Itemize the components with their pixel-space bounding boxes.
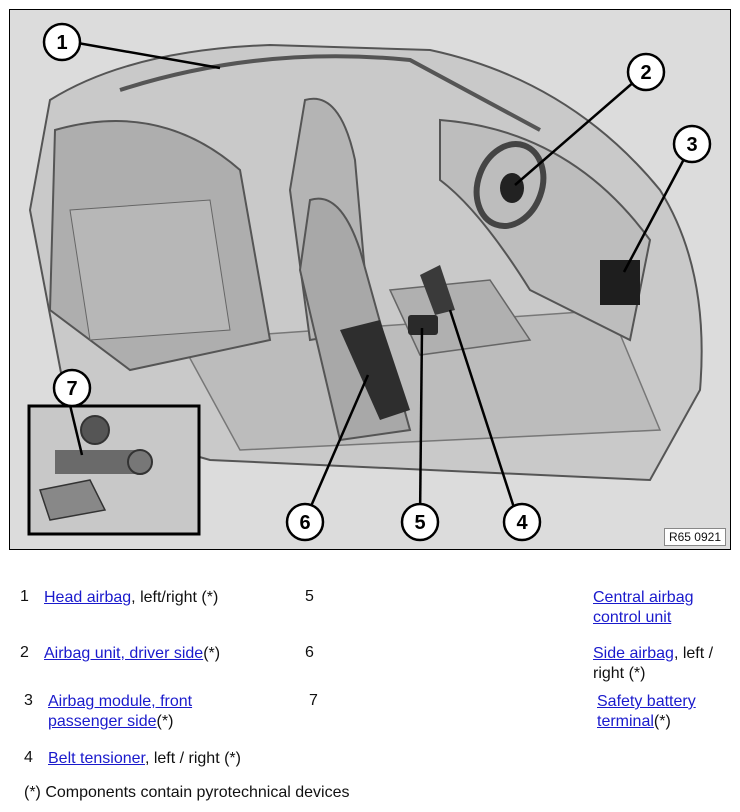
- head-airbag-link[interactable]: Head airbag: [44, 589, 132, 606]
- legend-item-2: Airbag unit, driver side(*): [44, 644, 220, 664]
- svg-text:6: 6: [299, 512, 310, 534]
- reference-code: R65 0921: [663, 528, 726, 546]
- callout-3: 3: [672, 124, 712, 164]
- legend-item-1: Head airbag, left/right (*): [44, 588, 218, 608]
- callout-4: 4: [502, 502, 542, 542]
- svg-text:7: 7: [66, 378, 77, 400]
- callout-1: 1: [42, 22, 82, 62]
- side-airbag-link[interactable]: Side airbag: [593, 645, 674, 662]
- svg-text:5: 5: [414, 512, 425, 534]
- legend-item-6: Side airbag, left / right (*): [593, 644, 738, 684]
- car-interior-illustration: 1 2 3 4 5 6 7: [10, 10, 730, 549]
- legend-suffix: , left/right (*): [131, 589, 219, 606]
- legend-number-4: 4: [24, 749, 33, 766]
- legend-suffix: (*): [203, 645, 221, 662]
- svg-text:1: 1: [56, 32, 67, 54]
- svg-text:2: 2: [640, 62, 651, 84]
- legend-number-6: 6: [305, 644, 314, 661]
- callout-6: 6: [285, 502, 325, 542]
- legend-suffix: , left /: [673, 645, 714, 662]
- legend-suffix: (*): [156, 713, 174, 730]
- legend-number-2: 2: [20, 644, 29, 661]
- belt-tensioner-link[interactable]: Belt tensioner: [48, 750, 145, 767]
- legend-suffix: (*): [653, 713, 671, 730]
- legend-number-3: 3: [24, 692, 33, 709]
- svg-text:3: 3: [686, 134, 697, 156]
- legend-number-5: 5: [305, 588, 314, 605]
- legend-number-1: 1: [20, 588, 29, 605]
- airbag-system-figure: 1 2 3 4 5 6 7 R65 0921: [9, 9, 731, 550]
- callout-2: 2: [626, 52, 666, 92]
- callout-7: 7: [52, 368, 92, 408]
- legend-suffix-line2: right (*): [593, 665, 646, 682]
- driver-airbag-link[interactable]: Airbag unit, driver side: [44, 645, 204, 662]
- svg-text:4: 4: [516, 512, 528, 534]
- pyrotechnic-footnote: (*) Components contain pyrotechnical dev…: [24, 784, 350, 801]
- legend-suffix: , left / right (*): [144, 750, 241, 767]
- callout-5: 5: [400, 502, 440, 542]
- legend-number-7: 7: [309, 692, 318, 709]
- legend-item-4: Belt tensioner, left / right (*): [48, 749, 241, 769]
